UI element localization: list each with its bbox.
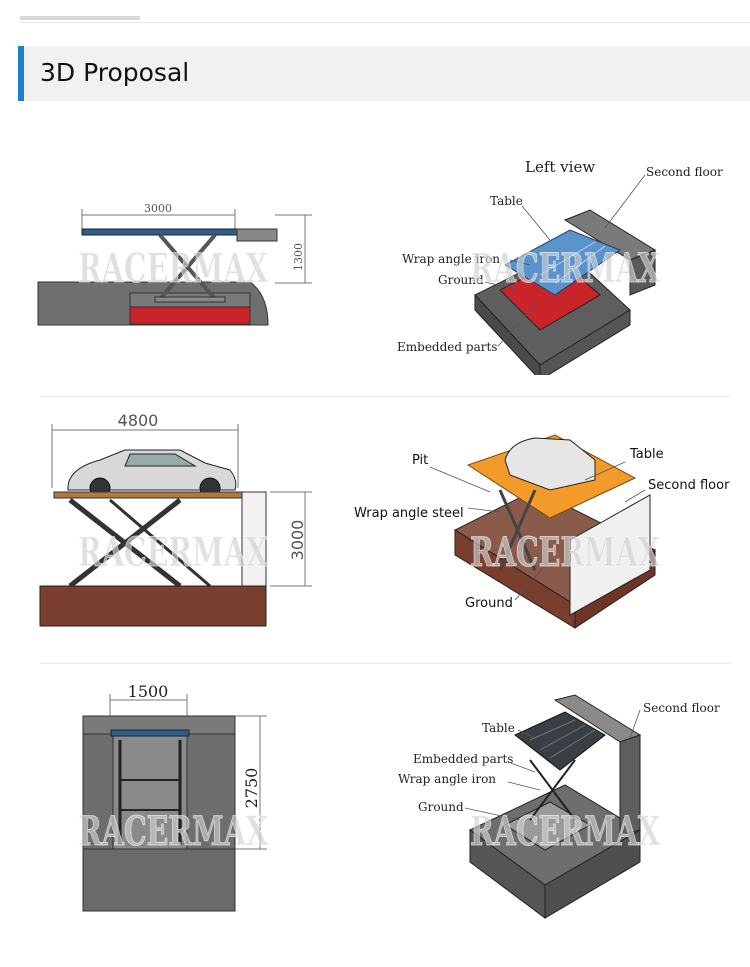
row3-front-drawing: 1500 2750 (82, 682, 267, 912)
row1-width-dim: 3000 (144, 202, 172, 215)
row1-label-embedded: Embedded parts (397, 340, 497, 354)
row-divider (40, 663, 730, 664)
top-accent-line (20, 16, 140, 20)
section-header (18, 46, 750, 101)
header-accent-bar (18, 46, 24, 101)
row3-height-dim: 2750 (242, 768, 261, 809)
row2-width-dim: 4800 (118, 411, 159, 430)
row2-label-table: Table (629, 447, 664, 462)
row1-height-dim: 1300 (292, 243, 305, 271)
row1-side-drawing: 3000 1300 (37, 202, 312, 326)
row2-height-dim: 3000 (288, 520, 307, 561)
row1-title: Left view (525, 158, 595, 176)
row3-label-ground: Ground (418, 800, 464, 814)
row1-label-second-floor: Second floor (646, 165, 723, 179)
top-divider (20, 22, 750, 23)
row3-width-dim: 1500 (128, 682, 169, 701)
row3-3d-drawing: Second floor Table Embedded parts Wrap a… (398, 694, 720, 919)
row1-label-ground: Ground (438, 273, 484, 287)
row3-label-embedded: Embedded parts (413, 752, 513, 766)
row-divider (40, 396, 730, 397)
row2-3d-drawing: Pit Table Second floor Wrap angle steel … (354, 434, 730, 629)
row3-label-wrap: Wrap angle iron (398, 772, 496, 786)
row2-label-ground: Ground (465, 596, 513, 611)
row3-label-table: Table (482, 721, 515, 735)
row1-label-wrap: Wrap angle iron (402, 252, 500, 266)
row2-label-second-floor: Second floor (648, 478, 730, 493)
row2-label-pit: Pit (412, 453, 428, 468)
row2-side-drawing: 4800 3000 (39, 411, 312, 627)
page-title: 3D Proposal (40, 58, 190, 87)
row2-label-wrap: Wrap angle steel (354, 506, 464, 521)
row3-label-second-floor: Second floor (643, 701, 720, 715)
row1-3d-drawing: Left view Second floor Table Wrap angle … (397, 158, 723, 375)
row1-label-table: Table (490, 194, 523, 208)
